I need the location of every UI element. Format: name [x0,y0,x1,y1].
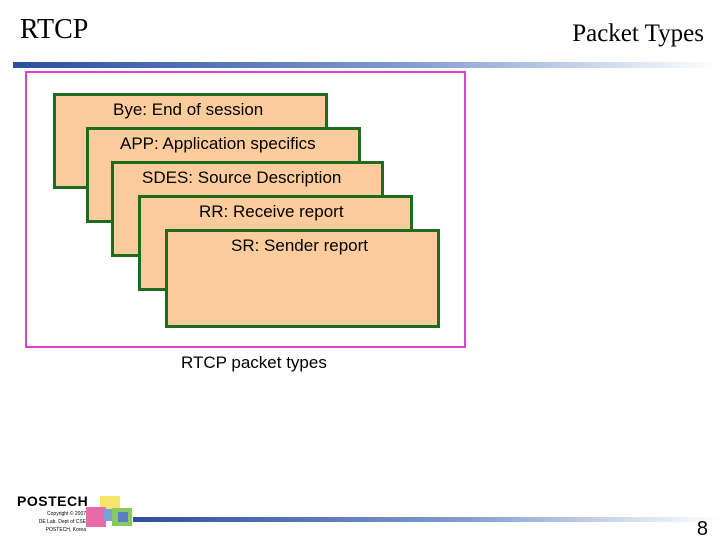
slide-title: RTCP [20,14,89,45]
copyright-line: Copyright © 2007 [47,511,86,517]
packet-card-label: SDES: Source Description [142,168,342,187]
copyright-line: POSTECH, Korea [45,527,86,533]
packet-card-label: APP: Application specifics [120,134,316,153]
diagram-caption: RTCP packet types [181,353,327,372]
footer-divider [133,517,720,522]
postech-logo-text: POSTECH [17,493,89,509]
header-divider [13,62,720,68]
packet-card-sr: SR: Sender report [165,229,440,328]
diagram-frame [25,71,466,348]
copyright-line: DE Lab. Dept of CSE [38,519,86,525]
packet-card-label: Bye: End of session [113,100,264,119]
copyright-notice: Copyright © 2007 DE Lab. Dept of CSE POS… [20,510,86,534]
packet-card-label: RR: Receive report [199,202,344,221]
packet-card-label: SR: Sender report [231,236,369,255]
page-number: 8 [696,518,708,540]
section-title: Packet Types [572,20,704,47]
